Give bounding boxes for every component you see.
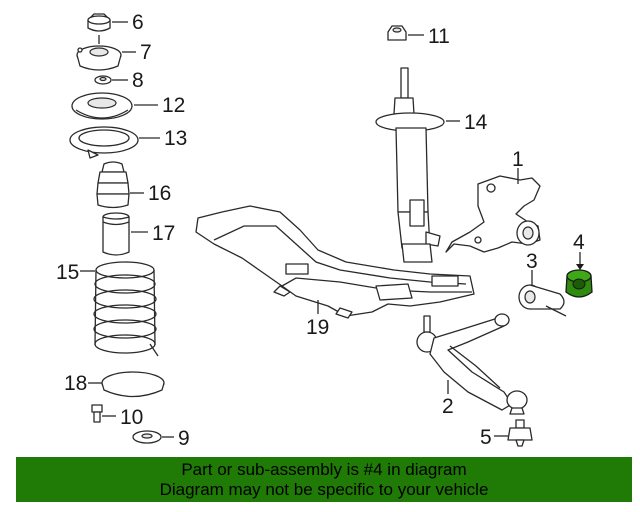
callout-10[interactable]: 10 xyxy=(120,406,143,429)
callout-18[interactable]: 18 xyxy=(64,372,87,395)
part-12-upper-spring-seat[interactable] xyxy=(71,92,133,120)
callout-12[interactable]: 12 xyxy=(162,94,185,117)
part-11-nut[interactable] xyxy=(387,25,407,41)
callout-8[interactable]: 8 xyxy=(132,69,144,92)
part-8-washer[interactable] xyxy=(94,75,112,85)
callout-3[interactable]: 3 xyxy=(526,250,538,273)
banner-line-1: Part or sub-assembly is #4 in diagram xyxy=(181,460,467,479)
callout-17[interactable]: 17 xyxy=(152,222,175,245)
part-6-strut-cap[interactable] xyxy=(87,13,111,32)
part-19-crossmember[interactable] xyxy=(195,205,475,319)
callout-14[interactable]: 14 xyxy=(464,111,488,134)
callout-4[interactable]: 4 xyxy=(573,231,585,254)
callout-19[interactable]: 19 xyxy=(306,316,329,339)
part-5-ball-joint[interactable] xyxy=(507,419,533,447)
part-7-strut-mount[interactable] xyxy=(76,35,122,71)
callout-1[interactable]: 1 xyxy=(512,148,524,171)
leader-4-arrowhead xyxy=(576,264,584,270)
callout-2[interactable]: 2 xyxy=(442,395,454,418)
part-15-coil-spring[interactable] xyxy=(93,261,159,357)
part-18-lower-spring-seat[interactable] xyxy=(101,371,165,398)
suspension-parts-diagram: 6 7 8 12 13 16 xyxy=(56,11,593,450)
part-3-wheel-bearing[interactable] xyxy=(518,284,567,317)
banner-line-2: Diagram may not be specific to your vehi… xyxy=(159,480,489,499)
part-13-spring-pad[interactable] xyxy=(69,126,139,159)
part-14-strut-assembly[interactable] xyxy=(375,67,445,263)
part-17-dust-boot[interactable] xyxy=(102,212,130,256)
callout-9[interactable]: 9 xyxy=(178,427,190,450)
part-2-control-arm[interactable] xyxy=(416,313,528,415)
part-9-washer[interactable] xyxy=(132,430,162,444)
callout-5[interactable]: 5 xyxy=(480,426,492,449)
info-banner: Part or sub-assembly is #4 in diagram Di… xyxy=(16,457,632,502)
callout-15[interactable]: 15 xyxy=(56,261,79,284)
part-4-bushing-highlighted[interactable] xyxy=(565,269,593,298)
callout-16[interactable]: 16 xyxy=(148,182,171,205)
part-10-bolt[interactable] xyxy=(91,404,103,423)
part-16-bump-stop[interactable] xyxy=(96,161,130,209)
callout-7[interactable]: 7 xyxy=(140,41,152,64)
callout-6[interactable]: 6 xyxy=(132,11,144,34)
part-1-steering-knuckle[interactable] xyxy=(445,175,541,253)
callout-13[interactable]: 13 xyxy=(164,127,187,150)
callout-11[interactable]: 11 xyxy=(428,25,450,48)
